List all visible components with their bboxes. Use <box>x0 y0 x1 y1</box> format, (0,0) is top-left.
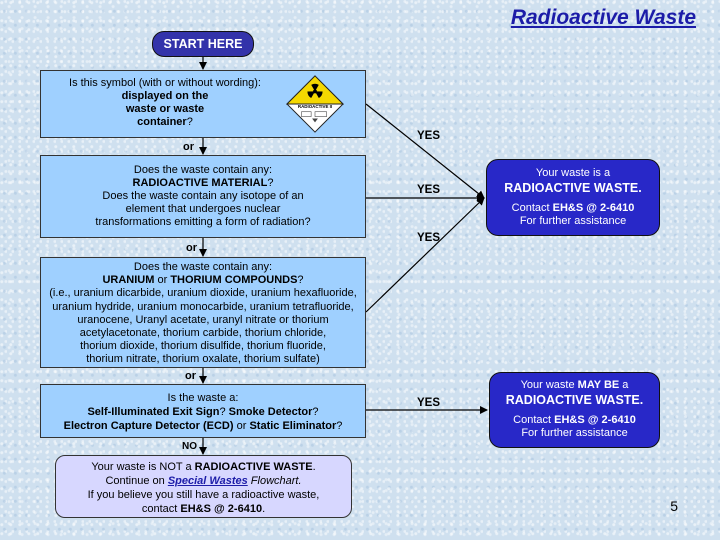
result2-line1: Your waste <box>520 379 575 391</box>
q2-question-mark: ? <box>267 177 274 189</box>
trefoil-icon <box>307 83 323 98</box>
q4-static-eliminator: Static Eliminator <box>249 420 337 432</box>
result1-period: . <box>638 181 642 195</box>
result2-phone: EH&S @ 2-6410 <box>554 414 636 426</box>
q3-detail-line: uranocene, Uranyl acetate, uranyl nitrat… <box>77 313 329 326</box>
q1-line1: Is this symbol (with or without wording)… <box>69 77 261 89</box>
q3-question-mark: ? <box>297 274 304 287</box>
q1-line3: waste or waste <box>125 103 205 115</box>
q2-line2: RADIOACTIVE MATERIAL <box>132 177 268 189</box>
q4-or: or <box>236 420 247 432</box>
or-label-1: or <box>183 141 194 153</box>
q3-detail-line: thorium nitrate, thorium oxalate, thoriu… <box>86 353 320 366</box>
q2-line4: element that undergoes nuclear <box>125 203 281 215</box>
radioactive-label-icon: RADIOACTIVE II <box>286 75 344 133</box>
result2-a: a <box>622 379 629 391</box>
start-here-label: START HERE <box>163 37 243 51</box>
result2-radioactive-waste: RADIOACTIVE WASTE <box>505 393 640 407</box>
final-line1: Your waste is NOT a <box>91 461 192 473</box>
final-phone: EH&S @ 2-6410 <box>180 503 263 515</box>
symbol-label: RADIOACTIVE II <box>298 104 332 109</box>
question-box-devices: Is the waste a: Self-Illuminated Exit Si… <box>40 384 366 438</box>
result2-period: . <box>639 393 644 407</box>
or-label-2: or <box>186 242 197 254</box>
start-here-badge: START HERE <box>152 31 254 57</box>
result2-assist: For further assistance <box>521 427 628 439</box>
q3-thorium: THORIUM COMPOUNDS <box>170 274 298 287</box>
q4-exit-sign: Self-Illuminated Exit Sign <box>87 406 220 418</box>
final-flowchart: Flowchart. <box>250 475 302 487</box>
special-wastes-link[interactable]: Special Wastes <box>167 475 248 487</box>
result1-line1: Your waste is a <box>535 167 611 179</box>
q2-line1: Does the waste contain any: <box>133 164 273 176</box>
q4-question-mark: ? <box>312 406 319 418</box>
or-label-3: or <box>185 370 196 382</box>
final-not-radioactive: RADIOACTIVE WASTE <box>194 461 313 473</box>
q2-line5: transformations emitting a form of radia… <box>95 216 311 228</box>
result1-phone: EH&S @ 2-6410 <box>552 202 635 214</box>
q3-detail-line: uranium hydride, uranium monocarbide, ur… <box>52 300 354 313</box>
final-continue: Continue on <box>105 475 165 487</box>
q3-uranium: URANIUM <box>102 274 155 287</box>
q3-detail-line: (i.e., uranium dicarbide, uranium dioxid… <box>49 287 357 300</box>
final-period: . <box>312 461 316 473</box>
q3-or: or <box>157 274 168 287</box>
page-number: 5 <box>670 498 678 514</box>
no-label: NO <box>182 441 197 452</box>
result1-contact: Contact <box>511 202 550 214</box>
q1-question-mark: ? <box>186 116 193 128</box>
arrow-q1-yes <box>365 103 485 199</box>
q2-line3: Does the waste contain any isotope of an <box>102 190 304 202</box>
q4-question-mark: ? <box>219 406 226 418</box>
q4-ecd: Electron Capture Detector (ECD) <box>63 420 234 432</box>
final-period: . <box>262 503 266 515</box>
page-title: Radioactive Waste <box>510 6 696 29</box>
q1-line4: container <box>137 116 187 128</box>
yes-label-1: YES <box>417 130 441 142</box>
result-box-radioactive: Your waste is a RADIOACTIVE WASTE. Conta… <box>486 159 660 236</box>
q4-smoke-detector: Smoke Detector <box>228 406 313 418</box>
q4-question-mark: ? <box>336 420 343 432</box>
question-box-uranium-thorium: Does the waste contain any: URANIUM or T… <box>40 257 366 368</box>
result2-may-be: MAY BE <box>577 379 620 391</box>
result1-assist: For further assistance <box>519 215 627 227</box>
question-box-radioactive-material: Does the waste contain any: RADIOACTIVE … <box>40 155 366 238</box>
q3-detail-line: acetylacetonate, thorium carbide, thoriu… <box>79 327 327 340</box>
yes-label-4: YES <box>417 397 441 409</box>
result2-contact: Contact <box>513 414 552 426</box>
result-box-may-be-radioactive: Your waste MAY BE a RADIOACTIVE WASTE. C… <box>489 372 660 448</box>
q3-line1: Does the waste contain any: <box>133 261 273 273</box>
not-radioactive-box: Your waste is NOT a RADIOACTIVE WASTE. C… <box>55 455 352 518</box>
final-contact: contact <box>141 503 178 515</box>
q4-line1: Is the waste a: <box>167 392 239 404</box>
final-line3: If you believe you still have a radioact… <box>87 489 320 501</box>
yes-label-3: YES <box>417 232 441 244</box>
result1-radioactive-waste: RADIOACTIVE WASTE <box>504 181 639 195</box>
arrow-q3-yes <box>365 197 485 313</box>
question-symbol-text: Is this symbol (with or without wording)… <box>49 77 281 129</box>
q3-detail-line: thorium dioxide, thorium disulfide, thor… <box>80 340 326 353</box>
q1-line2: displayed on the <box>121 90 209 102</box>
yes-label-2: YES <box>417 184 441 196</box>
